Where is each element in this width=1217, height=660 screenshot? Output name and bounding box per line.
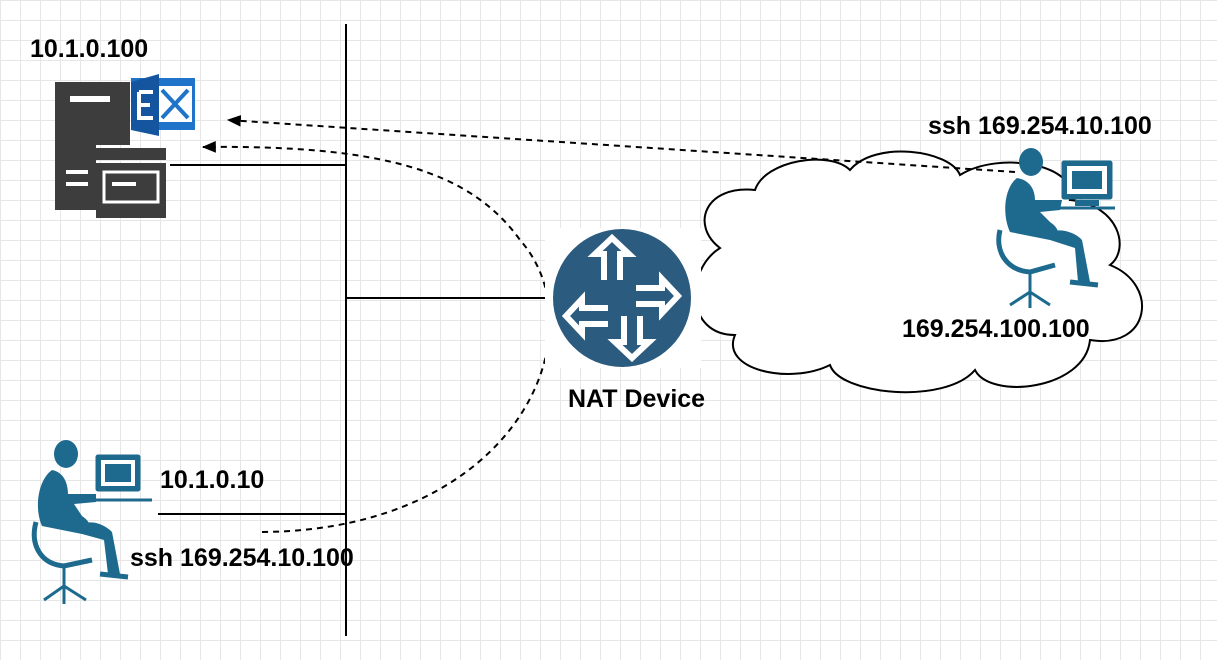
server-ip-label: 10.1.0.100 (30, 35, 149, 63)
mail-server-icon (55, 82, 166, 218)
exchange-logo (131, 74, 195, 136)
local-user-icon (31, 440, 152, 604)
local-ip-label: 10.1.0.10 (160, 466, 265, 494)
remote-user-icon (996, 148, 1115, 308)
remote-command-label: ssh 169.254.10.100 (928, 112, 1152, 140)
local-ssh-path (201, 141, 551, 533)
remote-ip-label: 169.254.100.100 (902, 315, 1090, 343)
nat-device-label: NAT Device (568, 385, 706, 413)
router-icon (545, 228, 701, 368)
local-command-label: ssh 169.254.10.100 (130, 544, 354, 572)
